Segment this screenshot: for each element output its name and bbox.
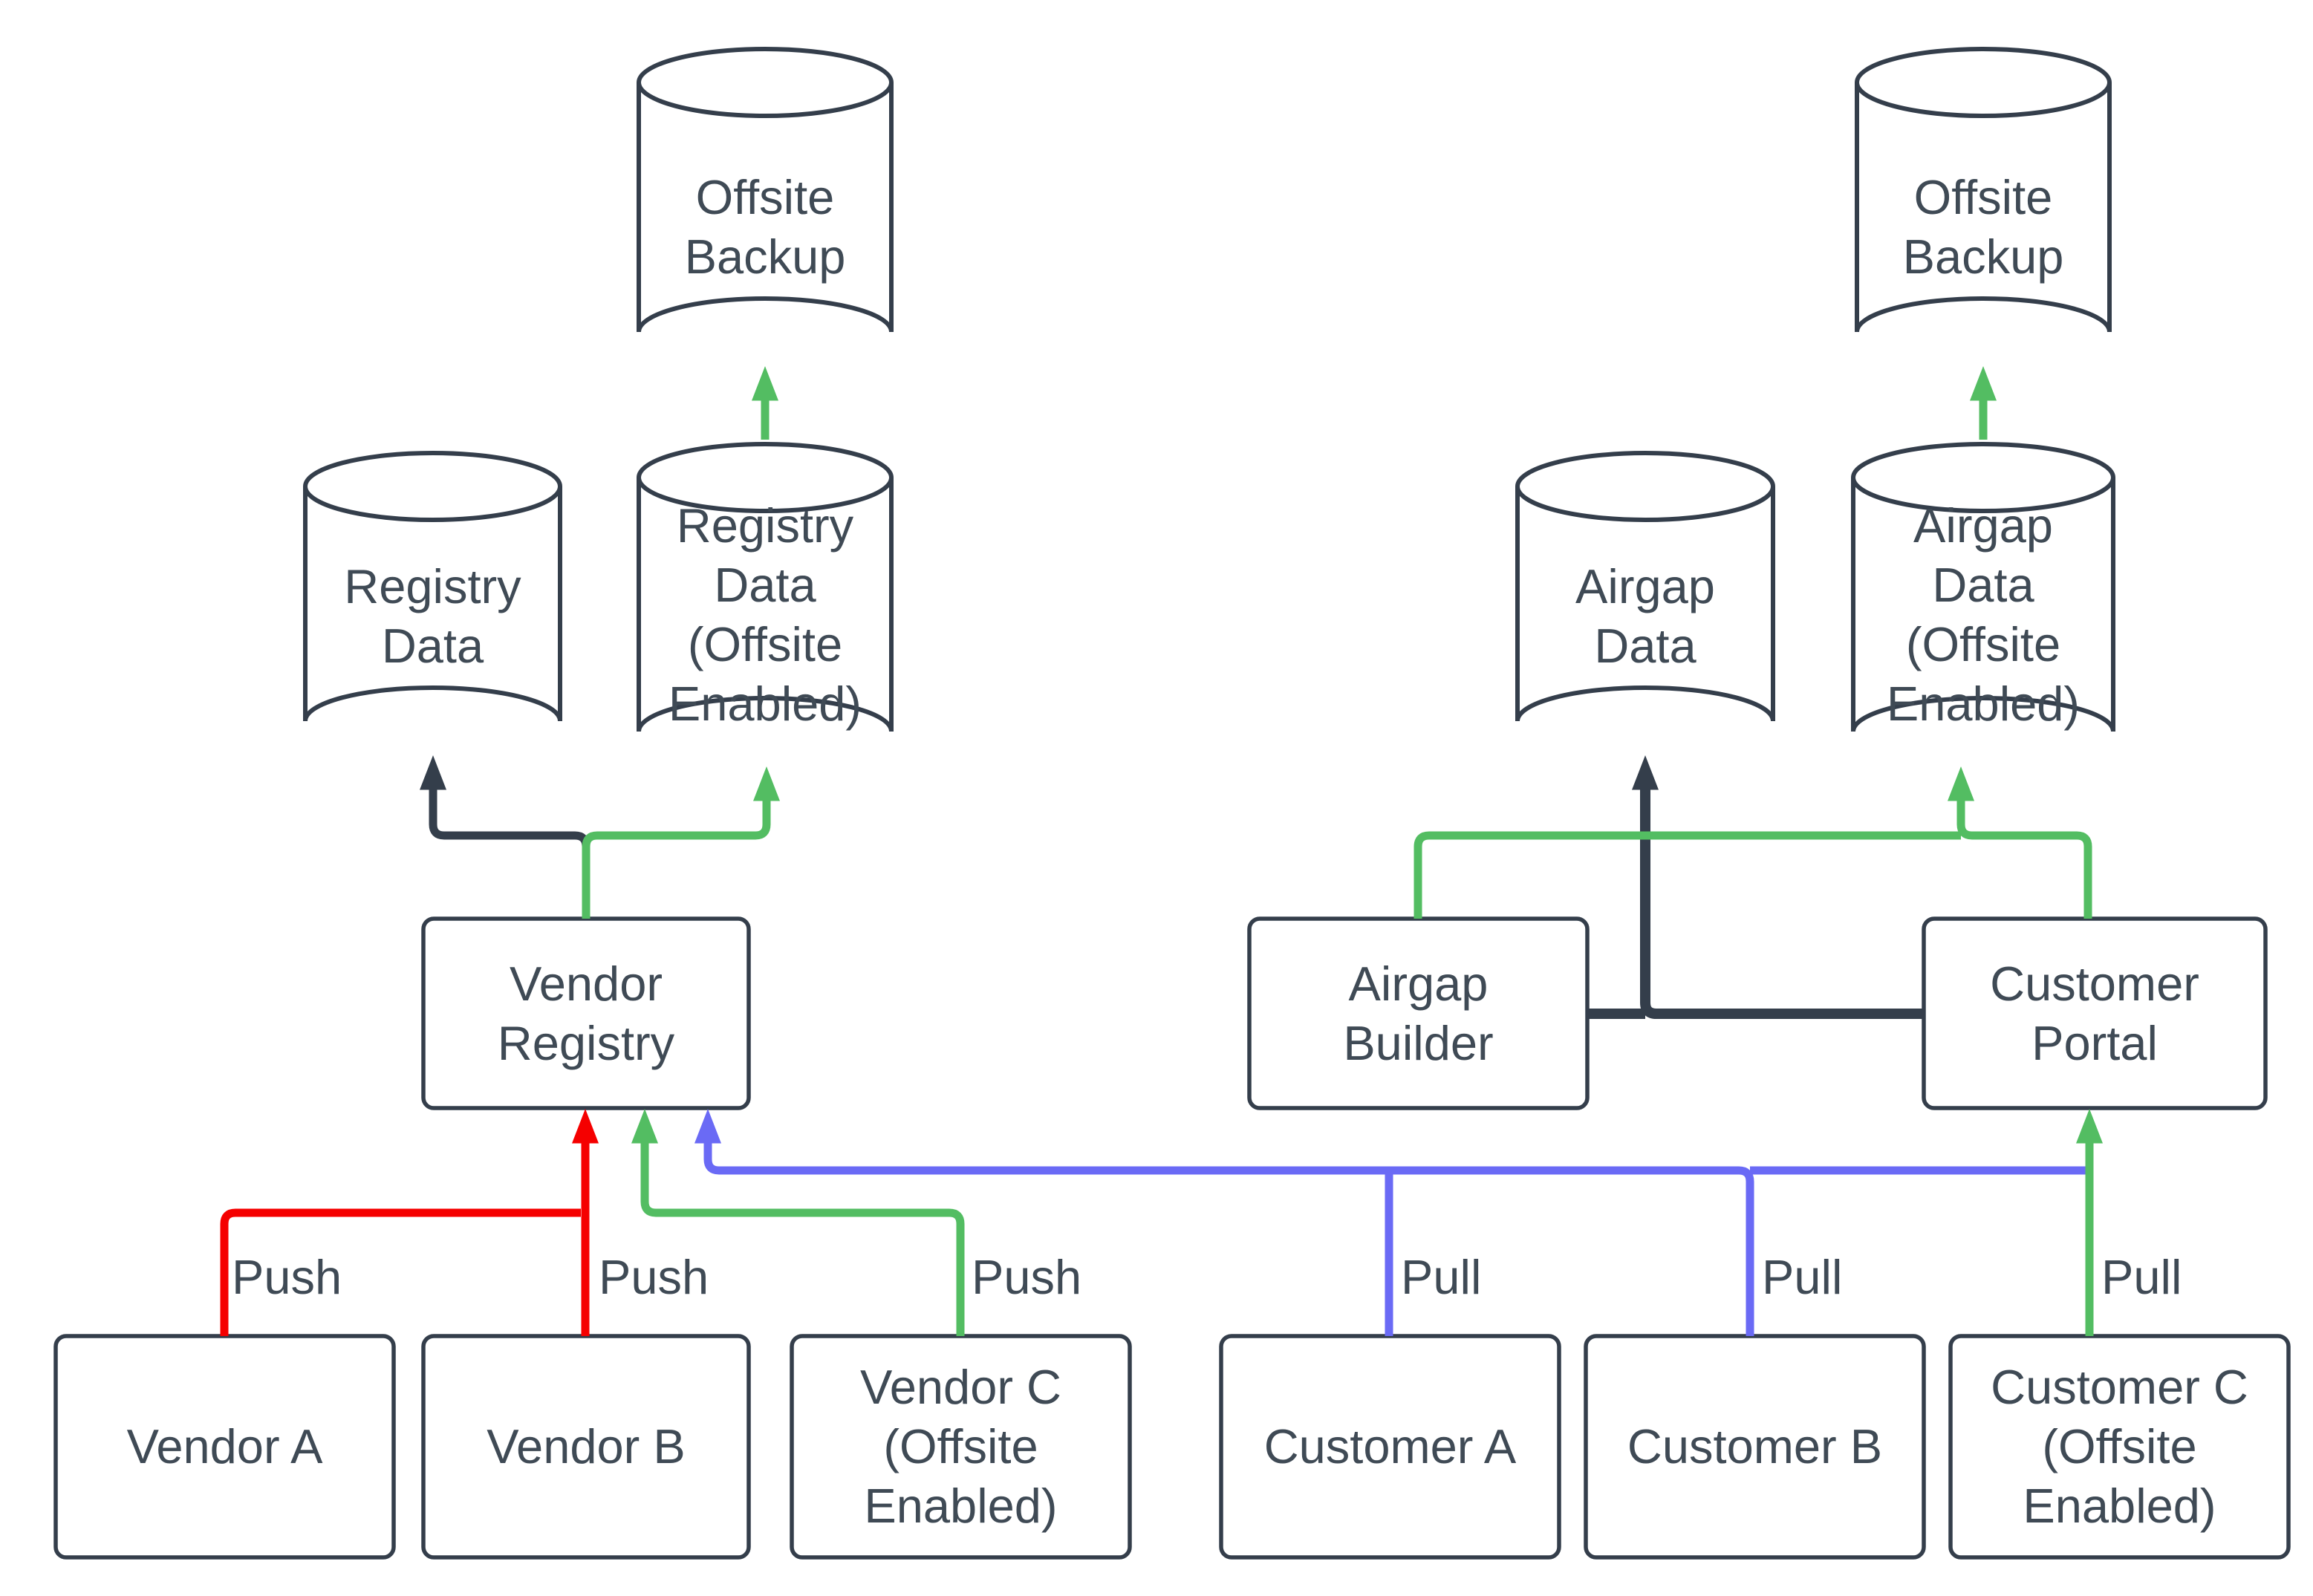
label-vendor-b: Vendor B xyxy=(487,1419,686,1473)
edge-airgap-builder-to-airgap-data-offsite xyxy=(1414,831,1961,919)
edge-customer-b-pull xyxy=(694,1109,1754,1336)
node-customer-b xyxy=(1584,1334,1926,1560)
label-registry-data-offsite: Registry Data (Offsite Enabled) xyxy=(668,498,862,731)
label-vendor-registry: Vendor Registry xyxy=(497,956,675,1070)
label-airgap-data-offsite: Airgap Data (Offsite Enabled) xyxy=(1886,498,2081,731)
cylinder-registry-data xyxy=(303,451,562,722)
edge-vendor-c-push xyxy=(631,1109,965,1336)
edge-vendor-registry-to-registry-data-offsite xyxy=(582,766,780,919)
label-customer-portal: Customer Portal xyxy=(1990,956,2199,1070)
label-offsite-backup-left: Offsite Backup xyxy=(684,170,846,284)
cylinder-offsite-backup-right xyxy=(1855,47,2112,333)
edge-label-pull-customer-c: Pull xyxy=(2101,1250,2182,1304)
label-customer-c: Customer C (Offsite Enabled) xyxy=(1991,1360,2248,1533)
edge-label-push-vendor-a: Push xyxy=(232,1250,342,1304)
label-vendor-c: Vendor C (Offsite Enabled) xyxy=(859,1360,1061,1533)
edge-vendor-a-push xyxy=(220,1208,581,1336)
edge-customer-portal-to-airgap-data xyxy=(1632,755,1924,1019)
label-vendor-a: Vendor A xyxy=(126,1419,323,1473)
edge-vendor-registry-to-registry-data xyxy=(420,755,591,919)
label-customer-a: Customer A xyxy=(1263,1419,1517,1473)
cylinder-registry-data-offsite xyxy=(637,442,894,732)
cylinder-airgap-data xyxy=(1515,451,1775,722)
edge-label-push-vendor-b: Push xyxy=(599,1250,709,1304)
label-registry-data: Registry Data xyxy=(344,559,521,673)
edge-customer-portal-to-airgap-data-offsite xyxy=(1948,766,2092,919)
edge-label-pull-customer-b: Pull xyxy=(1762,1250,1843,1304)
edge-label-pull-customer-a: Pull xyxy=(1401,1250,1482,1304)
label-airgap-data: Airgap Data xyxy=(1575,559,1715,673)
label-offsite-backup-right: Offsite Backup xyxy=(1902,170,2064,284)
edge-label-push-vendor-c: Push xyxy=(972,1250,1082,1304)
label-customer-b: Customer B xyxy=(1627,1419,1883,1473)
cylinder-airgap-data-offsite xyxy=(1851,442,2115,732)
label-airgap-builder: Airgap Builder xyxy=(1343,956,1494,1070)
node-customer-c xyxy=(1948,1334,2291,1560)
cylinder-offsite-backup-left xyxy=(637,47,894,333)
